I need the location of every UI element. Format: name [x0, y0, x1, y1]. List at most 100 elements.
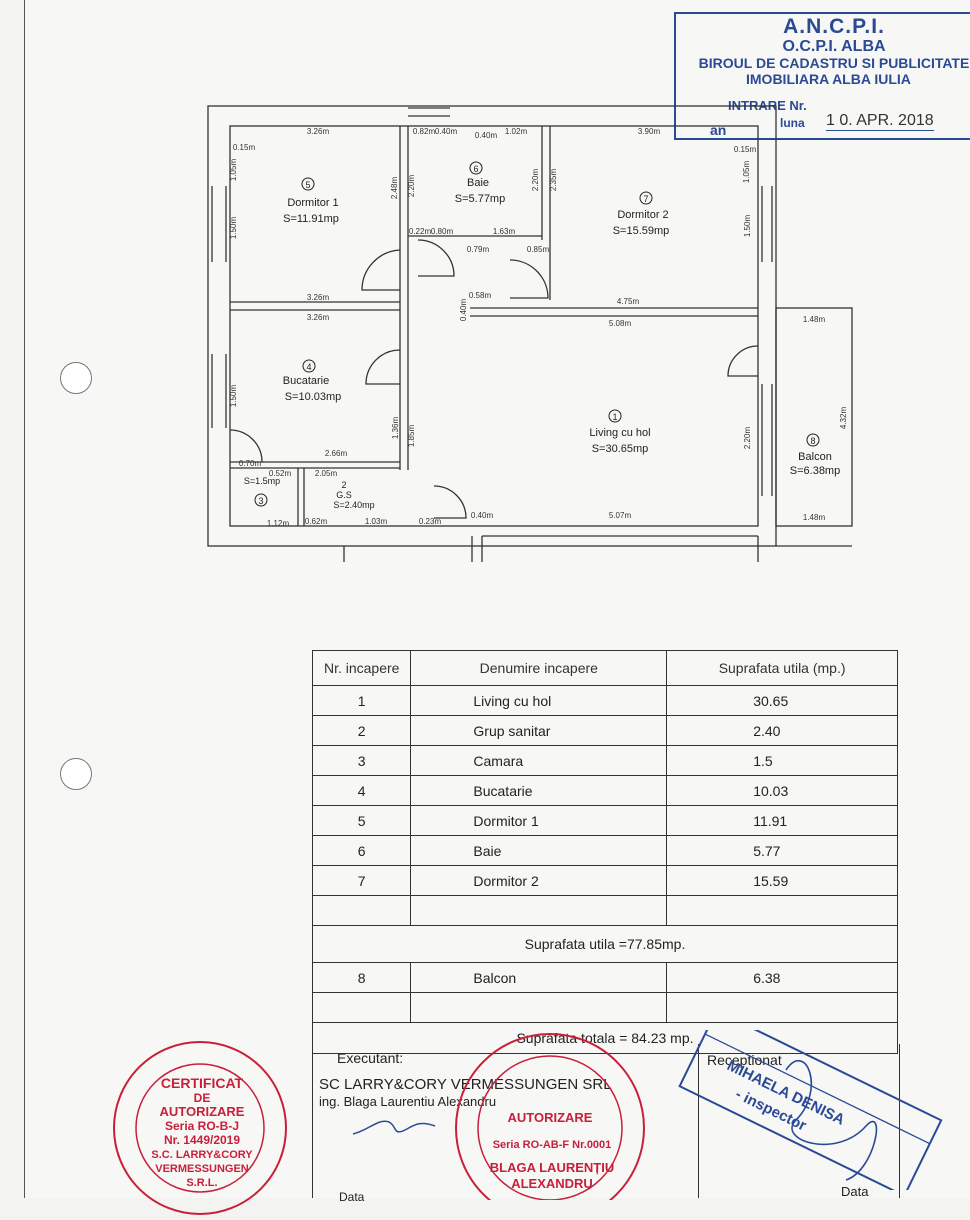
room-number: 5	[305, 180, 310, 190]
room-number: 8	[810, 436, 815, 446]
stamp-line: O.C.P.I. ALBA	[782, 38, 886, 55]
table-row: 1 Living cu hol 30.65	[311, 685, 898, 716]
table-cell: 8	[311, 962, 412, 993]
table-cell: 3	[311, 745, 412, 776]
table-row: 7 Dormitor 2 15.59	[311, 865, 898, 896]
subtotal-label: Suprafata utila =77.85mp.	[312, 925, 898, 963]
stamp-text: AUTORIZARE	[508, 1110, 593, 1125]
total-label: Suprafata totala = 84.23 mp.	[312, 1022, 898, 1054]
dimension-label: 4.75m	[617, 297, 640, 306]
signature-scribble	[352, 1120, 436, 1135]
registration-stamp: A.N.C.P.I. O.C.P.I. ALBA BIROUL DE CADAS…	[674, 12, 970, 140]
table-cell: 30.65	[666, 685, 898, 716]
dimension-label: 1.50m	[229, 217, 238, 240]
table-row: 3 Camara 1.5	[311, 745, 898, 776]
table-row: 6 Baie 5.77	[311, 835, 898, 866]
room-number: 4	[306, 362, 311, 372]
table-row: 8 Balcon 6.38	[311, 962, 898, 993]
table-cell: 11.91	[666, 805, 898, 836]
dimension-label: 0.58m	[469, 291, 492, 300]
room-name: Dormitor 1	[287, 197, 338, 209]
authorization-stamp: CERTIFICAT DE AUTORIZARE Seria RO-B-J Nr…	[113, 1041, 287, 1215]
dimension-label: 3.90m	[638, 127, 661, 136]
stamp-text: AUTORIZARE	[160, 1104, 245, 1119]
dimension-label: 1.05m	[742, 161, 751, 184]
table-cell: 6.38	[666, 962, 898, 993]
signature-box: Executant: SC LARRY&CORY VERMESSUNGEN SR…	[312, 1044, 900, 1204]
stamp-line: A.N.C.P.I.	[783, 15, 885, 38]
dimension-label: 5.08m	[609, 319, 632, 328]
table-cell: 6	[311, 835, 412, 866]
dimension-label: 2.20m	[743, 427, 752, 450]
stamp-text: DE	[194, 1091, 211, 1105]
table-row: 2 Grup sanitar 2.40	[311, 715, 898, 746]
table-cell: Dormitor 2	[410, 865, 668, 896]
stamp-text: Nr. 1449/2019	[164, 1133, 240, 1147]
table-cell: Grup sanitar	[410, 715, 668, 746]
dimension-label: 1.85m	[407, 425, 416, 448]
room-number: 1	[612, 412, 617, 422]
stamp-text: CERTIFICAT	[161, 1075, 244, 1091]
room-area: S=10.03mp	[285, 391, 342, 403]
dimension-label: 1.50m	[743, 215, 752, 238]
dimension-label: 0.40m	[459, 299, 468, 322]
stamp-text: S.C. LARRY&CORY	[151, 1149, 253, 1161]
room-number: 2	[341, 480, 346, 490]
engineer-stamp: AUTORIZARE Seria RO-AB-F Nr.0001 BLAGA L…	[455, 1033, 645, 1200]
room-area: S=6.38mp	[790, 465, 840, 477]
table-cell: 1.5	[666, 745, 898, 776]
stamp-text: BLAGA LAURENȚIU	[490, 1160, 614, 1175]
door	[727, 345, 759, 377]
stamp-text: VERMESSUNGEN	[155, 1163, 249, 1175]
dimension-label: 0.70m	[239, 459, 262, 468]
table-header: Denumire incapere	[410, 650, 668, 686]
dimension-label: 3.26m	[307, 313, 330, 322]
room-name: G.S	[336, 490, 352, 500]
table-row: 4 Bucatarie 10.03	[311, 775, 898, 806]
room-name: Dormitor 2	[617, 209, 668, 221]
stamp-text: ALEXANDRU	[511, 1176, 593, 1191]
dimension-label: 0.40m	[471, 511, 494, 520]
executant-label: Executant:	[337, 1050, 404, 1066]
punch-hole	[60, 758, 92, 790]
dimension-label: 4.32m	[839, 407, 848, 430]
door	[417, 239, 455, 277]
dimension-label: 0.62m	[305, 517, 328, 526]
dimension-label: 0.22m	[409, 227, 432, 236]
stamp-line: IMOBILIARA ALBA IULIA	[746, 71, 911, 87]
dimension-label: 5.07m	[609, 511, 632, 520]
company-name: SC LARRY&CORY VERMESSUNGEN SRL	[319, 1076, 612, 1093]
room-name: Living cu hol	[589, 427, 650, 439]
door	[433, 485, 467, 519]
dimension-label: 1.12m	[267, 519, 290, 528]
room-area: S=30.65mp	[592, 443, 649, 455]
door	[361, 249, 401, 291]
stamp-date: 1 0. APR. 2018	[826, 112, 934, 131]
table-cell: 4	[311, 775, 412, 806]
dimension-label: 1.48m	[803, 513, 826, 522]
dimension-label: 2.35m	[549, 169, 558, 192]
signature-scribble	[785, 1060, 878, 1181]
table-cell: Dormitor 1	[410, 805, 668, 836]
room-number: 7	[643, 194, 648, 204]
dimension-label: 0.15m	[734, 145, 757, 154]
date-label-right: Data	[841, 1184, 869, 1199]
dimension-label: 0.79m	[467, 245, 490, 254]
table-subtotal-row: Suprafata utila =77.85mp.	[312, 925, 898, 963]
dimension-label: 1.02m	[505, 127, 528, 136]
table-cell: 2	[311, 715, 412, 746]
room-area: S=15.59mp	[613, 225, 670, 237]
table-row-empty	[311, 992, 898, 1023]
dimension-label: 2.48m	[390, 177, 399, 200]
dimension-label: 1.36m	[391, 417, 400, 440]
dimension-label: 3.26m	[307, 127, 330, 136]
outer-wall	[207, 105, 777, 547]
table-cell: Living cu hol	[410, 685, 668, 716]
door	[229, 429, 263, 463]
table-cell: Bucatarie	[410, 775, 668, 806]
table-total-row: Suprafata totala = 84.23 mp.	[312, 1022, 898, 1054]
room-number: 3	[258, 496, 263, 506]
balcony-outline	[775, 307, 853, 527]
dimension-label: 0.85m	[527, 245, 550, 254]
room-area: S=2.40mp	[333, 500, 374, 510]
